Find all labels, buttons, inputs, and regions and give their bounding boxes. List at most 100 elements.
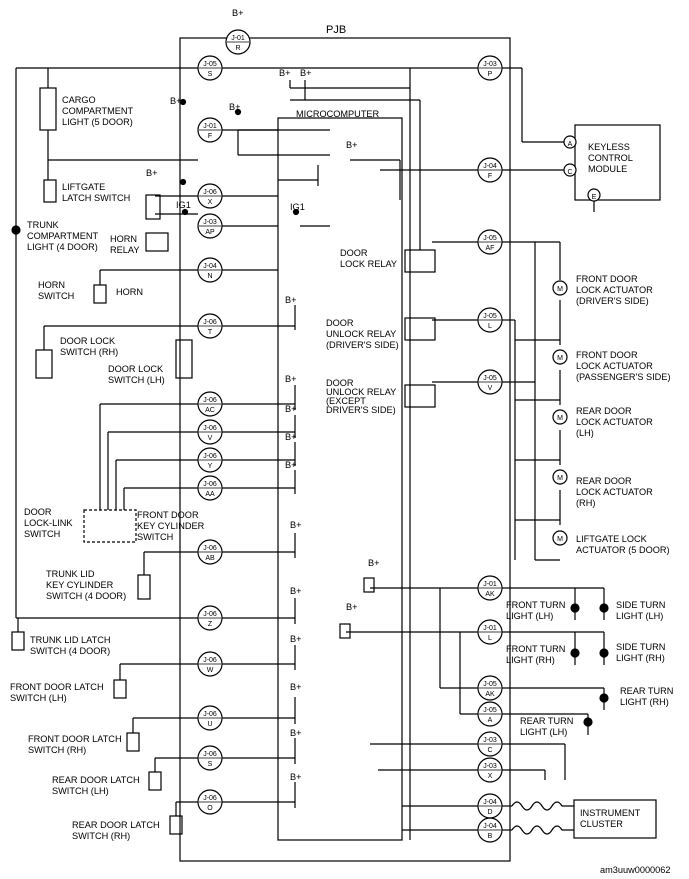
pjb-box <box>179 37 511 862</box>
ig1-label-0: IG1 <box>176 200 191 210</box>
bplus-label-6: B+ <box>346 140 358 150</box>
motor-symbol-2: M <box>557 415 563 422</box>
right-connector-6-id: J-01 <box>483 625 497 632</box>
left-connector-1: J-05S <box>197 55 223 81</box>
bplus-label-1: B+ <box>170 96 182 106</box>
motor-symbol-0: M <box>557 286 563 293</box>
internal-wires <box>222 68 478 840</box>
instrument-cluster <box>573 799 657 839</box>
left-connector-12-pin: Z <box>208 621 213 628</box>
left-connector-0: J-01R <box>225 29 251 55</box>
right-wires <box>346 67 605 835</box>
left-connector-3-id: J-06 <box>203 189 217 196</box>
right-connector-1: J-04F <box>477 157 503 183</box>
bplus-label-3: B+ <box>146 168 158 178</box>
right-connector-12-pin: B <box>488 833 493 840</box>
right-connector-9: J-03C <box>477 731 503 757</box>
left-connector-9-id: J-06 <box>203 453 217 460</box>
right-connector-2-pin: AF <box>486 245 495 252</box>
bplus-label-7: B+ <box>285 295 297 305</box>
right-connector-8: J-05A <box>477 701 503 727</box>
left-connector-13-pin: W <box>207 667 214 674</box>
keyless-pins <box>563 135 601 212</box>
right-connector-9-pin: C <box>487 747 492 754</box>
right-connector-3-id: J-05 <box>483 313 497 320</box>
bplus-label-0: B+ <box>232 8 244 18</box>
right-connector-8-pin: A <box>488 717 493 724</box>
right-connector-12: J-04B <box>477 817 503 843</box>
left-connector-15-id: J-06 <box>203 751 217 758</box>
bplus-label-4: B+ <box>279 68 291 78</box>
reference-code: am3uuw0000062 <box>600 865 671 875</box>
right-connector-11-id: J-04 <box>483 799 497 806</box>
left-connector-13: J-06W <box>197 651 223 677</box>
bplus-label-18: B+ <box>368 558 380 568</box>
left-connector-16-id: J-06 <box>203 795 217 802</box>
left-connector-4-pin: AP <box>205 229 215 236</box>
bplus-label-5: B+ <box>300 68 312 78</box>
left-connector-13-id: J-06 <box>203 657 217 664</box>
right-connector-1-pin: F <box>488 173 492 180</box>
switches <box>11 87 375 835</box>
motor-symbol-4: M <box>557 536 563 543</box>
bplus-label-19: B+ <box>346 602 358 612</box>
relays <box>145 194 436 408</box>
bplus-label-14: B+ <box>290 634 302 644</box>
left-connector-7-id: J-06 <box>203 397 217 404</box>
bplus-label-12: B+ <box>290 520 302 530</box>
bplus-label-9: B+ <box>285 404 297 414</box>
left-connector-5-pin: N <box>207 273 212 280</box>
left-connector-11-pin: AB <box>205 555 215 562</box>
keyless-control-module <box>574 124 661 201</box>
left-connector-3: J-06X <box>197 183 223 209</box>
left-connector-1-pin: S <box>208 71 213 78</box>
right-connector-1-id: J-04 <box>483 163 497 170</box>
right-connector-0-id: J-03 <box>483 61 497 68</box>
motor-symbol-3: M <box>557 475 563 482</box>
ig1-label-1: IG1 <box>290 202 305 212</box>
left-connector-6-id: J-06 <box>203 319 217 326</box>
right-connector-12-id: J-04 <box>483 823 497 830</box>
left-connector-2: J-01F <box>197 117 223 143</box>
microcomputer-label: MICROCOMPUTER <box>296 109 380 119</box>
left-connector-2-pin: F <box>208 133 212 140</box>
motors <box>552 280 568 546</box>
bplus-label-15: B+ <box>290 682 302 692</box>
right-connector-9-id: J-03 <box>483 737 497 744</box>
right-connector-5-pin: AK <box>485 591 495 598</box>
left-wires <box>16 68 198 816</box>
bplus-label-13: B+ <box>290 586 302 596</box>
left-connector-11-id: J-06 <box>203 545 217 552</box>
left-connector-6: J-06T <box>197 313 223 339</box>
left-connector-10-pin: AA <box>205 491 215 498</box>
right-connector-4-id: J-05 <box>483 375 497 382</box>
right-connector-4: J-05V <box>477 369 503 395</box>
left-connector-16-pin: O <box>207 805 213 812</box>
module-pin-1: C <box>567 169 572 176</box>
left-connector-15-pin: S <box>208 761 213 768</box>
right-connector-7-id: J-05 <box>483 681 497 688</box>
